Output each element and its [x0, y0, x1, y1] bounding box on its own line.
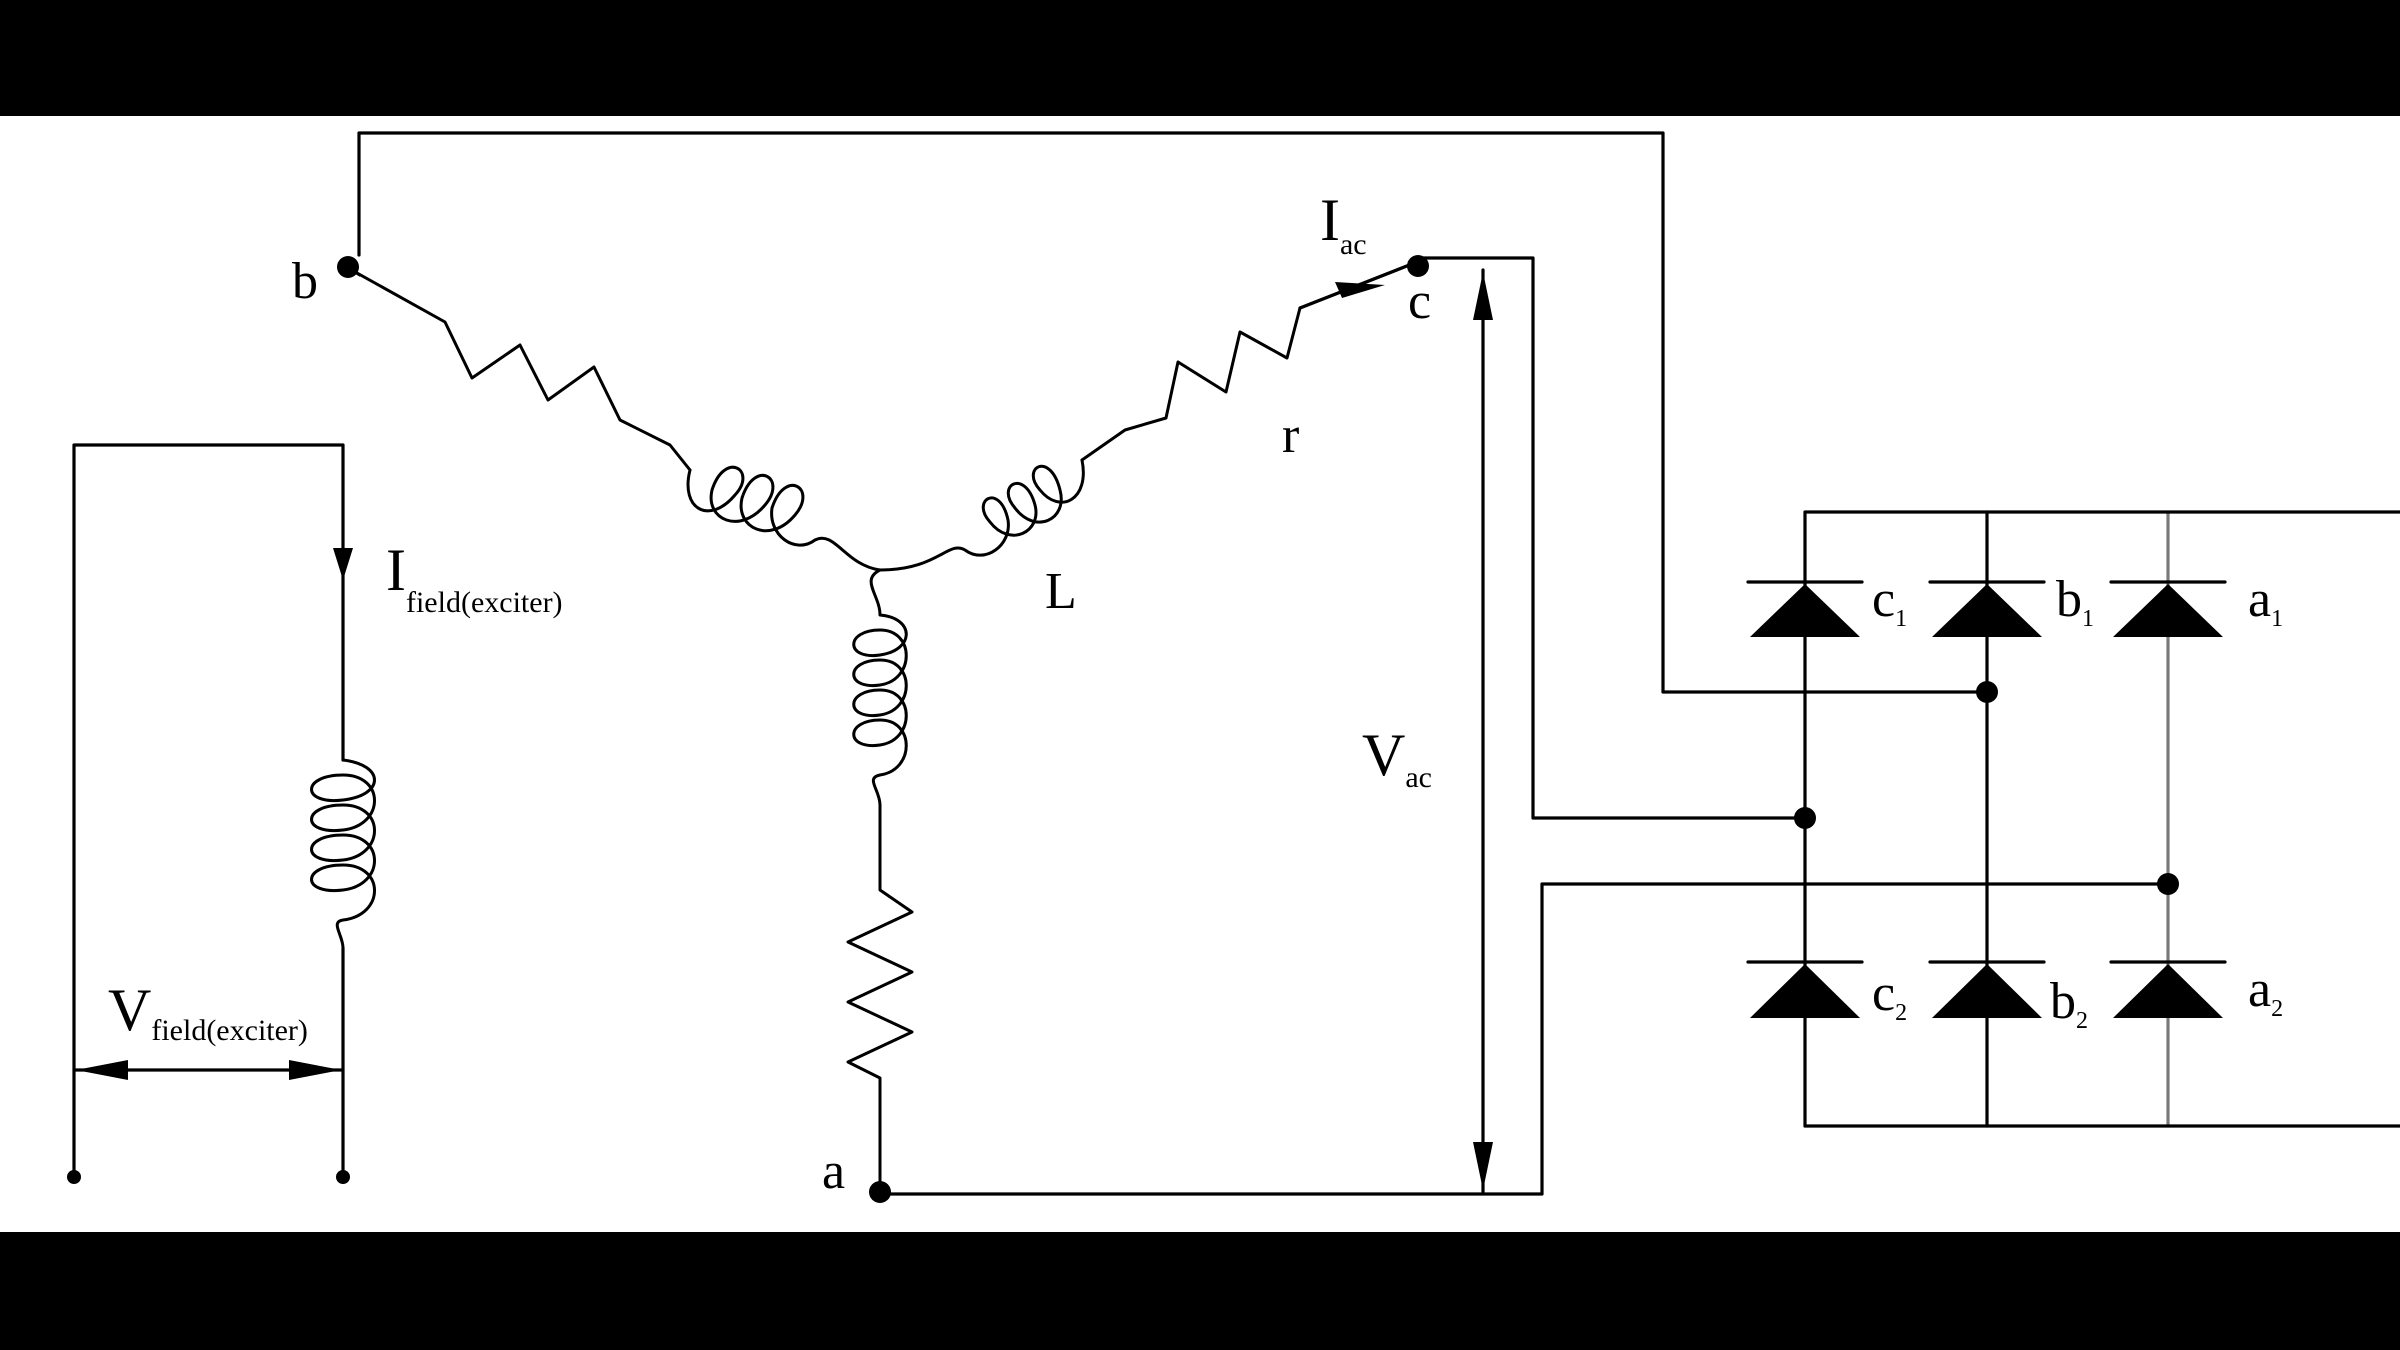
diode-b1-triangle	[1932, 584, 2042, 637]
diode-a2-triangle	[2113, 964, 2223, 1018]
exciter-terminal-left	[67, 1170, 81, 1184]
inductance-label: L	[1045, 563, 1077, 620]
field-voltage-label: Vfield(exciter)	[108, 977, 308, 1047]
stator-wye-windings: b c a Iac r L	[292, 187, 1431, 1203]
terminal-a-label: a	[822, 1143, 845, 1200]
diode-bridge-rectifier: c1 b1 a1 c2 b2 a2	[1746, 510, 2400, 1128]
field-voltage-arrow-right-icon	[289, 1060, 341, 1080]
diode-c1: c1	[1746, 571, 1907, 637]
terminal-b-label: b	[292, 253, 318, 310]
diagram-canvas	[0, 116, 2400, 1232]
phase-a-feed-wire	[878, 882, 2170, 1196]
field-current-arrow-icon	[333, 548, 353, 580]
diode-c2-label: c2	[1872, 965, 1907, 1026]
ac-voltage-label: Vac	[1362, 722, 1432, 794]
diode-a1-triangle	[2113, 584, 2223, 637]
phase-c-inductor	[878, 458, 1085, 572]
terminal-a	[869, 1181, 891, 1203]
diode-b1: b1	[1928, 571, 2094, 637]
junction-c	[1794, 807, 1816, 829]
diode-c2-triangle	[1750, 964, 1860, 1018]
phase-b-inductor	[686, 465, 882, 572]
phase-a-resistor	[846, 803, 914, 1194]
bottom-letterbox-bar	[0, 1232, 2400, 1350]
dc-positive-rail	[1803, 510, 2400, 584]
junction-b	[1976, 681, 1998, 703]
top-letterbox-bar	[0, 0, 2400, 116]
diode-b2-label: b2	[2050, 973, 2088, 1034]
terminal-c	[1407, 255, 1429, 277]
diode-b2-triangle	[1932, 964, 2042, 1018]
diode-a2: a2	[2109, 960, 2283, 1022]
diode-c2: c2	[1746, 960, 1907, 1026]
diode-c1-triangle	[1750, 584, 1860, 637]
exciter-field-circuit: Ifield(exciter) Vfield(exciter)	[67, 443, 563, 1184]
ac-voltage-indicator: Vac	[1362, 268, 1493, 1194]
bridge-feed-wires	[357, 131, 2170, 1196]
ac-voltage-arrow-up-icon	[1473, 272, 1493, 320]
field-current-label: Ifield(exciter)	[386, 537, 563, 619]
ac-current-arrow-icon	[1335, 282, 1385, 298]
ac-voltage-arrow-down-icon	[1473, 1142, 1493, 1190]
phase-a-inductor	[852, 568, 908, 807]
diode-c1-label: c1	[1872, 571, 1907, 632]
ac-current-label: Iac	[1320, 187, 1367, 261]
diode-a1: a1	[2109, 571, 2283, 637]
terminal-b	[337, 256, 359, 278]
diode-b1-label: b1	[2056, 571, 2094, 632]
diode-b2: b2	[1928, 960, 2088, 1034]
phase-b-resistor	[346, 266, 692, 472]
field-voltage-arrow-left-icon	[76, 1060, 128, 1080]
terminal-c-label: c	[1408, 273, 1431, 330]
exciter-loop-wire	[72, 443, 345, 1177]
junction-a	[2157, 873, 2179, 895]
phase-c-feed-wire	[1416, 256, 1807, 820]
exciter-terminal-right	[336, 1170, 350, 1184]
diode-a2-label: a2	[2248, 961, 2283, 1022]
diode-a1-label: a1	[2248, 571, 2283, 632]
phase-c-resistor	[1080, 260, 1419, 462]
field-winding-inductor	[310, 758, 376, 950]
resistance-label: r	[1282, 407, 1299, 464]
phase-b-feed-wire	[357, 131, 1989, 694]
